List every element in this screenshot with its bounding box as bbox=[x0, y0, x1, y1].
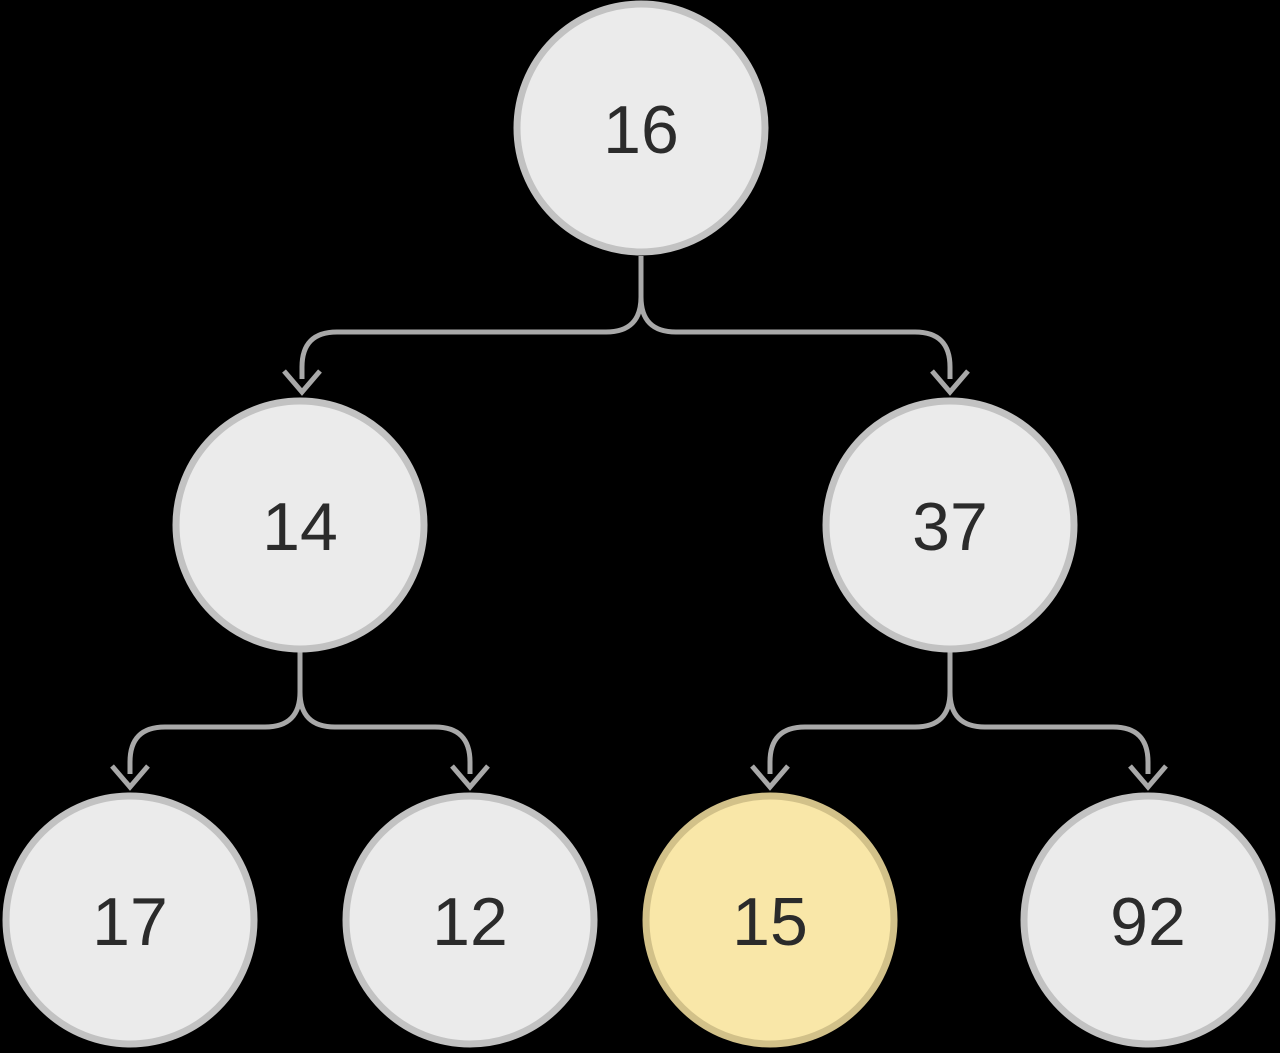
tree-node-16: 16 bbox=[513, 0, 769, 256]
edge-16-37 bbox=[638, 256, 953, 379]
node-value-17: 17 bbox=[92, 884, 168, 960]
node-value-14: 14 bbox=[262, 489, 338, 565]
node-circle-14 bbox=[172, 397, 428, 653]
arrowhead-down-icon bbox=[450, 764, 490, 791]
node-circle-16 bbox=[513, 0, 769, 256]
edge-16-14 bbox=[299, 256, 644, 379]
edge-14-12 bbox=[297, 651, 473, 774]
node-circle-37 bbox=[822, 397, 1078, 653]
node-value-92: 92 bbox=[1110, 884, 1186, 960]
node-value-12: 12 bbox=[432, 884, 508, 960]
arrowhead-down-icon bbox=[930, 369, 970, 396]
node-circle-92 bbox=[1020, 792, 1276, 1048]
tree-node-37: 37 bbox=[822, 397, 1078, 653]
tree-node-92: 92 bbox=[1020, 792, 1276, 1048]
arrowhead-down-icon bbox=[1128, 764, 1168, 791]
edge-14-17 bbox=[127, 651, 303, 774]
arrowhead-down-icon bbox=[110, 764, 150, 791]
node-circle-12 bbox=[342, 792, 598, 1048]
node-value-37: 37 bbox=[912, 489, 988, 565]
node-value-15: 15 bbox=[732, 884, 808, 960]
tree-node-17: 17 bbox=[2, 792, 258, 1048]
arrowhead-down-icon bbox=[750, 764, 790, 791]
tree-node-12: 12 bbox=[342, 792, 598, 1048]
tree-node-15-highlighted: 15 bbox=[642, 792, 898, 1048]
tree-edges bbox=[110, 256, 1168, 791]
arrowhead-down-icon bbox=[282, 369, 322, 396]
edge-37-92 bbox=[947, 651, 1151, 774]
node-circle-15 bbox=[642, 792, 898, 1048]
node-value-16: 16 bbox=[603, 92, 679, 168]
node-circle-17 bbox=[2, 792, 258, 1048]
edge-37-15 bbox=[767, 651, 953, 774]
tree-node-14: 14 bbox=[172, 397, 428, 653]
